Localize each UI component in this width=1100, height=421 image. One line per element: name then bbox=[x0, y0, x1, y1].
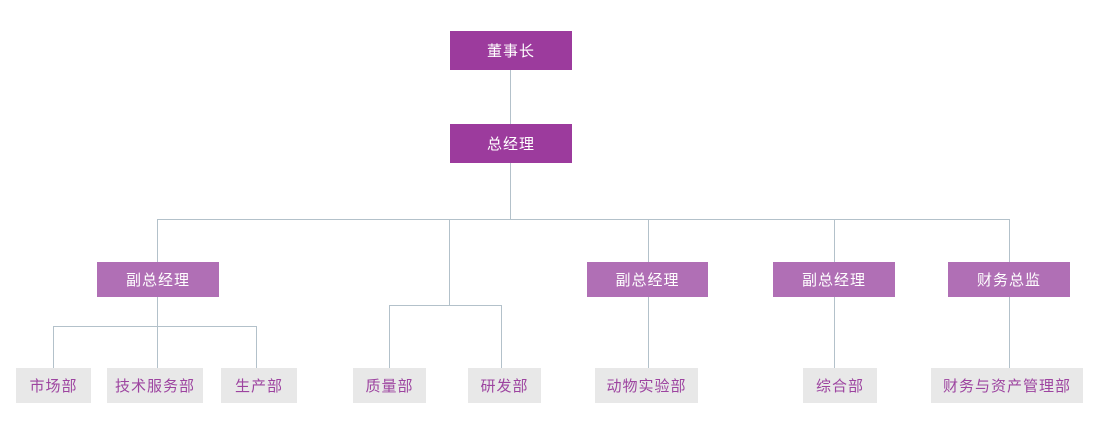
connector-vp3-general bbox=[834, 297, 835, 368]
connector-drop-cfo bbox=[1009, 219, 1010, 262]
connector-drop-market bbox=[53, 326, 54, 368]
connector-drop-mid-branch bbox=[449, 219, 450, 306]
org-node-label: 财务总监 bbox=[976, 271, 1041, 289]
connector-left-junction-bar bbox=[53, 326, 257, 327]
org-node-rd-dept: 研发部 bbox=[468, 368, 541, 403]
org-node-label: 副总经理 bbox=[801, 271, 866, 289]
org-node-finance-director: 财务总监 bbox=[948, 262, 1070, 297]
connector-drop-prod bbox=[256, 326, 257, 368]
org-node-label: 生产部 bbox=[234, 377, 283, 395]
org-node-label: 质量部 bbox=[365, 377, 414, 395]
org-node-animal-experiment-dept: 动物实验部 bbox=[595, 368, 698, 403]
org-node-deputy-gm-3: 副总经理 bbox=[773, 262, 895, 297]
org-node-label: 副总经理 bbox=[125, 271, 190, 289]
org-node-finance-asset-mgmt-dept: 财务与资产管理部 bbox=[931, 368, 1083, 403]
org-node-label: 技术服务部 bbox=[114, 377, 195, 395]
connector-drop-vp3 bbox=[834, 219, 835, 262]
connector-gm-mainbar bbox=[510, 163, 511, 220]
org-node-label: 综合部 bbox=[815, 377, 864, 395]
org-node-label: 总经理 bbox=[486, 135, 535, 153]
connector-drop-tech bbox=[157, 326, 158, 368]
connector-drop-rd bbox=[501, 305, 502, 368]
org-node-production-dept: 生产部 bbox=[221, 368, 297, 403]
org-node-general-affairs-dept: 综合部 bbox=[803, 368, 877, 403]
connector-vp2-animal bbox=[648, 297, 649, 368]
connector-drop-vp2 bbox=[648, 219, 649, 262]
org-node-general-manager: 总经理 bbox=[450, 124, 572, 163]
org-node-label: 研发部 bbox=[480, 377, 529, 395]
connector-chairman-gm bbox=[510, 70, 511, 124]
org-node-label: 市场部 bbox=[29, 377, 78, 395]
connector-mid-junction-bar bbox=[389, 305, 502, 306]
org-node-label: 董事长 bbox=[486, 42, 535, 60]
org-node-quality-dept: 质量部 bbox=[353, 368, 426, 403]
connector-drop-quality bbox=[389, 305, 390, 368]
connector-drop-vp1 bbox=[157, 219, 158, 262]
org-node-chairman: 董事长 bbox=[450, 31, 572, 70]
connector-cfo-finance bbox=[1009, 297, 1010, 368]
connector-main-bar bbox=[157, 219, 1010, 220]
org-node-label: 财务与资产管理部 bbox=[942, 377, 1071, 395]
org-node-deputy-gm-1: 副总经理 bbox=[97, 262, 219, 297]
org-node-marketing-dept: 市场部 bbox=[16, 368, 91, 403]
org-node-deputy-gm-2: 副总经理 bbox=[587, 262, 708, 297]
connector-vp1-junction bbox=[157, 297, 158, 326]
org-node-label: 副总经理 bbox=[615, 271, 680, 289]
org-node-technical-service-dept: 技术服务部 bbox=[107, 368, 203, 403]
org-node-label: 动物实验部 bbox=[606, 377, 687, 395]
